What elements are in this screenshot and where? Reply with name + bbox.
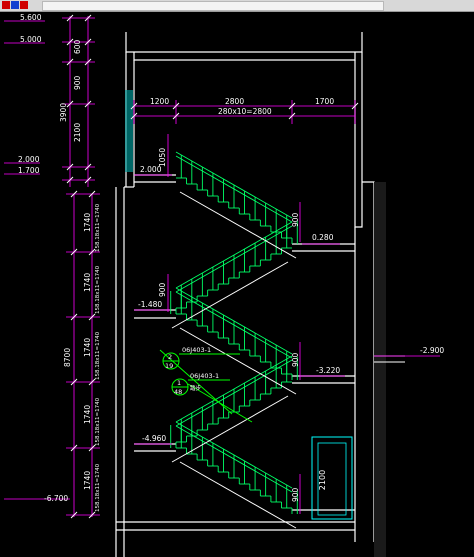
labels: 5.600 5.000 2.000 1.700 2.000 0.280 -1.4… — [18, 13, 444, 512]
rail-900-2: 900 — [158, 282, 167, 297]
dimension-tick — [88, 248, 96, 256]
steps-2: 158.18x11=1740 — [95, 265, 101, 314]
dimension-tick — [66, 38, 74, 46]
dimension-tick — [88, 313, 96, 321]
dim-1200: 1200 — [150, 97, 169, 106]
dim-8700: 8700 — [63, 348, 72, 367]
dimension-tick — [66, 163, 74, 171]
dimension-tick — [70, 248, 78, 256]
dimension-tick — [172, 112, 180, 120]
elev-2000-left: 2.000 — [18, 155, 40, 164]
dimension-tick — [70, 190, 78, 198]
rail-900-4: 900 — [291, 487, 300, 502]
dimension-tick — [70, 313, 78, 321]
dimension-tick — [351, 102, 359, 110]
dim-1740-5: 1740 — [83, 471, 92, 490]
dim-1740-1: 1740 — [83, 213, 92, 232]
steps-3: 158.18x11=1740 — [95, 331, 101, 380]
dimension-tick — [70, 444, 78, 452]
stair-slab — [179, 461, 297, 529]
steps-1: 158.18x11=1740 — [95, 203, 101, 252]
door: 2100 — [311, 436, 353, 520]
dim-1700: 1700 — [315, 97, 334, 106]
callout2-ref: 06J403-1 — [190, 372, 219, 380]
dimension-tick — [66, 14, 74, 22]
elev-m4960: -4.960 — [142, 434, 166, 443]
dim-1740-3: 1740 — [83, 338, 92, 357]
dimension-tick — [88, 190, 96, 198]
callout1-ref: 06J403-1 — [182, 346, 211, 354]
stair-slab — [179, 327, 297, 395]
dimension-tick — [84, 163, 92, 171]
dim-1740-4: 1740 — [83, 405, 92, 424]
callout2-sub: 踏步 — [190, 384, 202, 392]
drawing-canvas[interactable]: 2100 — [0, 12, 474, 557]
elev-5000: 5.000 — [20, 35, 42, 44]
exterior-wall-right — [374, 182, 405, 557]
dim-1740-2: 1740 — [83, 273, 92, 292]
stair-slab — [179, 191, 297, 259]
dim-2800: 2800 — [225, 97, 244, 106]
dimension-tick — [172, 102, 180, 110]
stair-slabs — [171, 191, 297, 529]
dimension-tick — [70, 378, 78, 386]
callout2-number: 1 — [177, 379, 181, 387]
stair-slab — [171, 395, 289, 463]
title-bar — [0, 0, 474, 12]
dim-3900: 3900 — [59, 103, 68, 122]
elev-m2900: -2.900 — [420, 346, 444, 355]
dimension-tick — [288, 102, 296, 110]
dimension-tick — [84, 58, 92, 66]
dimension-tick — [66, 100, 74, 108]
elev-1700: 1.700 — [18, 166, 40, 175]
dimension-tick — [84, 14, 92, 22]
elev-0280: 0.280 — [312, 233, 334, 242]
document-tab[interactable] — [42, 1, 384, 11]
dimension-tick — [84, 38, 92, 46]
dimension-tick — [88, 444, 96, 452]
door-height-label: 2100 — [318, 470, 327, 490]
toolbar-icon[interactable] — [20, 1, 28, 9]
dimension-tick — [88, 378, 96, 386]
elev-m1480: -1.480 — [138, 300, 162, 309]
callout1-number: 2 — [168, 353, 172, 361]
dimension-tick — [130, 112, 138, 120]
stair-slab — [171, 261, 289, 329]
dim-900: 900 — [73, 75, 82, 90]
window-left — [125, 90, 133, 172]
app-icon[interactable] — [2, 1, 10, 9]
steps-5: 158.18x11=1740 — [95, 463, 101, 512]
dim-600: 600 — [73, 39, 82, 54]
callout1-sheet: 19 — [165, 362, 173, 370]
dimension-lines — [4, 16, 440, 517]
elev-m6700: -6.700 — [44, 494, 68, 503]
dim-2100: 2100 — [73, 123, 82, 142]
app-icon-secondary[interactable] — [11, 1, 19, 9]
rail-1050: 1050 — [158, 148, 167, 167]
dimension-tick — [88, 511, 96, 519]
rail-900-3: 900 — [291, 352, 300, 367]
dimension-tick — [84, 100, 92, 108]
dim-280x10: 280x10=2800 — [218, 107, 272, 116]
elev-m3220: -3.220 — [316, 366, 340, 375]
dimension-tick — [84, 176, 92, 184]
elev-2000-landing: 2.000 — [140, 165, 162, 174]
dimension-tick — [130, 102, 138, 110]
rail-900-1: 900 — [291, 212, 300, 227]
dimension-tick — [288, 112, 296, 120]
dimension-ticks — [66, 14, 359, 519]
detail-callouts — [159, 349, 253, 423]
dimension-tick — [66, 58, 74, 66]
elev-5600: 5.600 — [20, 13, 42, 22]
dimension-tick — [66, 176, 74, 184]
dimension-tick — [70, 511, 78, 519]
callout2-sheet: 48 — [174, 388, 182, 396]
steps-4: 158.18x11=1740 — [95, 397, 101, 446]
stair-flights — [170, 151, 298, 514]
